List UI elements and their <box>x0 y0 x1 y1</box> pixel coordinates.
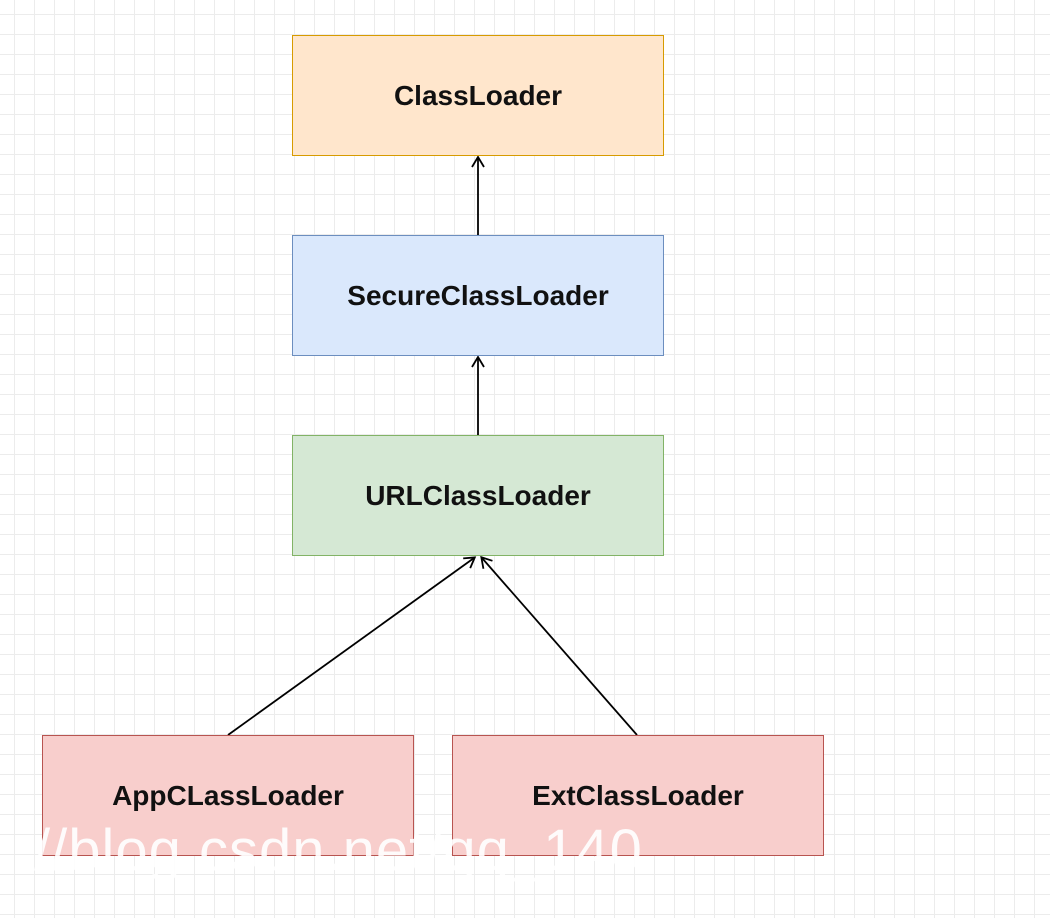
edge-app-to-url <box>227 556 477 736</box>
node-extclassloader-label: ExtClassLoader <box>532 779 744 811</box>
node-secureclassloader[interactable]: SecureClassLoader <box>292 235 664 356</box>
watermark: //blog.csdn.net/qq_140 <box>34 818 643 883</box>
node-urlclassloader-label: URLClassLoader <box>365 479 591 511</box>
node-classloader-label: ClassLoader <box>393 79 563 111</box>
node-urlclassloader[interactable]: URLClassLoader <box>292 435 664 556</box>
node-appclassloader[interactable]: AppCLassLoader <box>42 735 414 856</box>
node-appclassloader-label: AppCLassLoader <box>112 779 344 811</box>
edge-ext-to-url <box>480 555 638 736</box>
node-classloader[interactable]: ClassLoader <box>292 35 664 156</box>
node-secureclassloader-label: SecureClassLoader <box>347 279 609 311</box>
node-extclassloader[interactable]: ExtClassLoader <box>452 735 824 856</box>
